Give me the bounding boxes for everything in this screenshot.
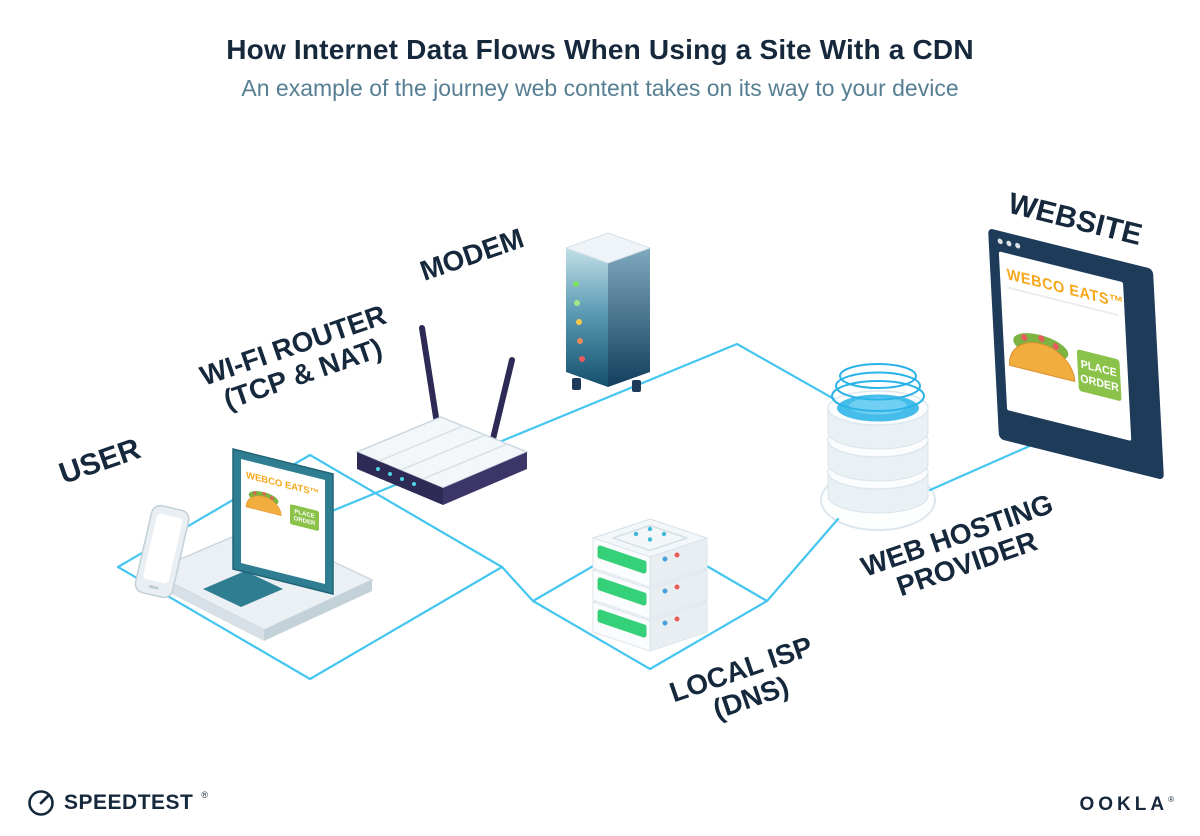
server-lid-dots bbox=[633, 526, 667, 542]
place-order-button bbox=[1076, 349, 1122, 401]
server-led-red bbox=[674, 584, 680, 590]
db-cylinder-top bbox=[827, 390, 929, 450]
db-signal-rings bbox=[831, 363, 925, 412]
laptop-base-front bbox=[150, 572, 264, 641]
router-antenna-left-icon bbox=[419, 325, 441, 433]
speedtest-reg-mark: ® bbox=[201, 790, 209, 800]
server-led-red bbox=[674, 552, 680, 558]
speedtest-gauge-icon bbox=[28, 790, 54, 816]
isp-webhost-line bbox=[765, 517, 840, 603]
phone bbox=[134, 504, 190, 599]
server-lid-outline bbox=[612, 524, 688, 552]
isp-server bbox=[591, 518, 709, 652]
page-subtitle: An example of the journey web content ta… bbox=[241, 75, 959, 101]
router-front-left bbox=[357, 452, 443, 505]
modem-foot-right bbox=[632, 380, 641, 392]
web-hosting-db bbox=[827, 363, 929, 514]
laptop-order-button bbox=[290, 504, 319, 531]
laptop-screen bbox=[241, 459, 325, 584]
phone-screen bbox=[143, 513, 183, 584]
modem-right-face bbox=[608, 248, 650, 387]
svg-text:PLACE: PLACE bbox=[294, 508, 314, 520]
user-isp-line bbox=[500, 565, 535, 603]
modem-top bbox=[564, 232, 652, 264]
laptop-base-side bbox=[264, 580, 372, 641]
speedtest-wordmark: SPEEDTEST bbox=[64, 791, 194, 814]
router-antenna-right-icon bbox=[489, 357, 515, 446]
server-led-strip bbox=[597, 609, 647, 638]
modem bbox=[564, 232, 652, 392]
browser-window-controls bbox=[997, 238, 1021, 249]
ookla-reg-mark: ® bbox=[1168, 795, 1174, 804]
server-led-strip bbox=[597, 545, 647, 574]
modem-foot-left bbox=[572, 378, 581, 390]
modem-status-leds bbox=[573, 281, 585, 362]
wifi-router bbox=[355, 325, 529, 505]
router-leds bbox=[376, 467, 416, 486]
server-led-blue bbox=[662, 620, 668, 626]
page-title: How Internet Data Flows When Using a Sit… bbox=[226, 34, 974, 65]
speedtest-logo: SPEEDTEST ® bbox=[26, 788, 208, 818]
ookla-wordmark: OOKLA bbox=[1079, 794, 1169, 815]
laptop-trackpad bbox=[203, 571, 283, 607]
website-browser: WEBCO EATS™ PLACE ORDER bbox=[988, 229, 1164, 479]
server-unit-top bbox=[591, 518, 709, 588]
laptop: WEBCO EATS™ PLACE ORDER bbox=[148, 448, 374, 641]
server-led-blue bbox=[662, 588, 668, 594]
phone-home-bar bbox=[148, 585, 159, 590]
header: How Internet Data Flows When Using a Sit… bbox=[0, 34, 1200, 102]
router-ridges bbox=[378, 425, 508, 480]
ookla-logo: OOKLA ® bbox=[1079, 794, 1174, 816]
server-led-strip bbox=[597, 577, 647, 606]
router-front-right bbox=[443, 452, 527, 505]
server-led-red bbox=[674, 616, 680, 622]
server-led-blue bbox=[662, 556, 668, 562]
modem-left-face bbox=[566, 248, 608, 387]
